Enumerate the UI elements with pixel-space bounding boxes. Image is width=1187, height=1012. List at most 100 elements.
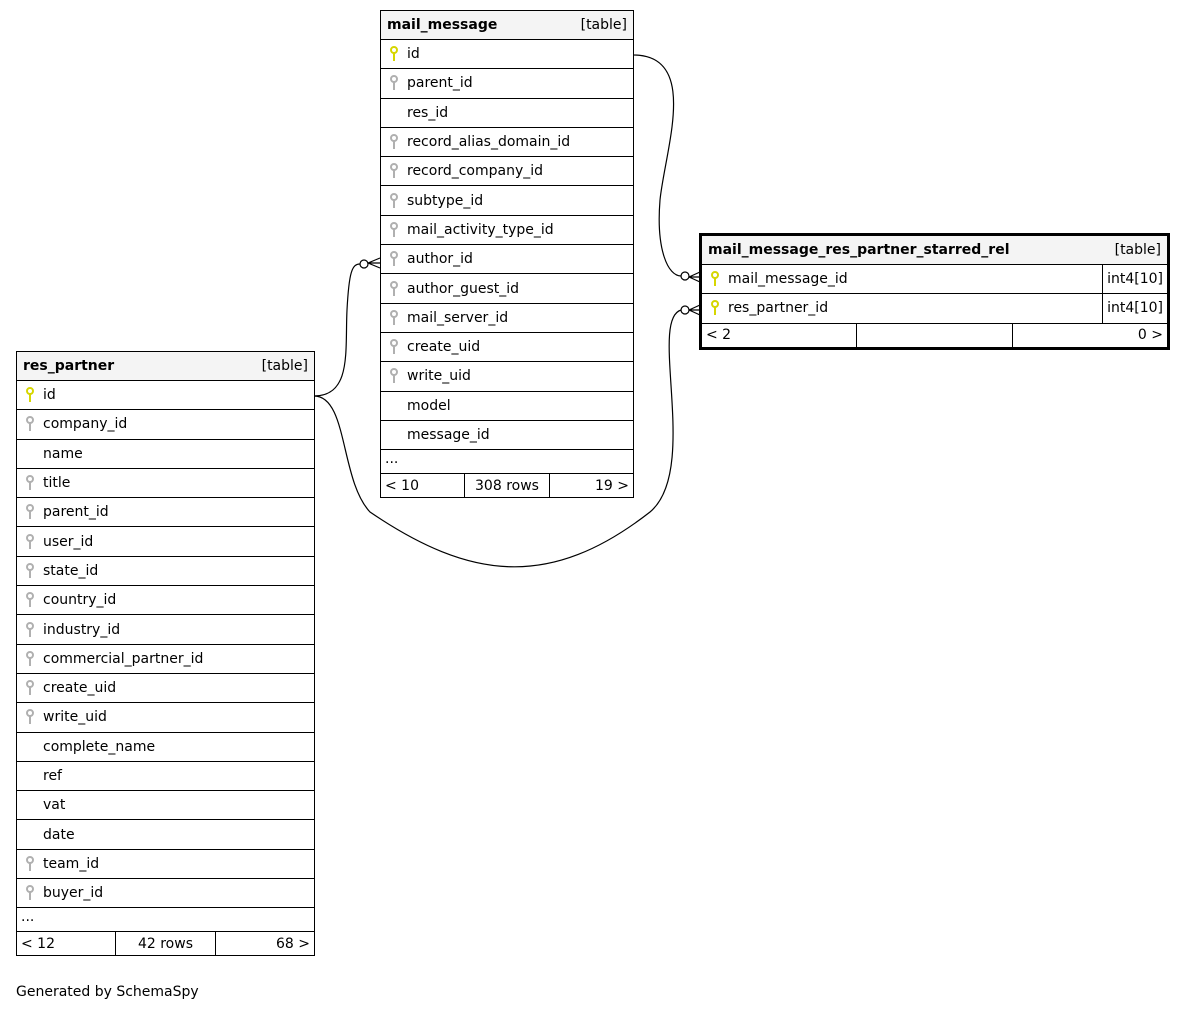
column-row[interactable]: team_id <box>17 850 314 880</box>
foreign-key-icon <box>17 533 43 550</box>
column-row[interactable]: mail_activity_type_id <box>381 216 633 246</box>
column-row[interactable]: write_uid <box>17 703 314 733</box>
column-name: model <box>407 397 451 414</box>
children-count[interactable]: 19 > <box>548 474 633 498</box>
column-row[interactable]: user_id <box>17 527 314 557</box>
optional-marker <box>680 305 690 315</box>
column-row[interactable]: complete_name <box>17 733 314 762</box>
primary-key-icon <box>381 46 407 62</box>
column-row[interactable]: state_id <box>17 557 314 587</box>
column-name: company_id <box>43 416 128 433</box>
column-row[interactable]: res_id <box>381 99 633 128</box>
table-kind: [table] <box>580 17 627 33</box>
foreign-key-icon <box>17 504 43 520</box>
foreign-key-icon <box>17 650 43 667</box>
column-name: parent_id <box>407 75 473 92</box>
column-row[interactable]: date <box>17 820 314 850</box>
column-name: commercial_partner_id <box>43 650 204 667</box>
foreign-key-icon <box>17 562 43 579</box>
table-name: mail_message_res_partner_starred_rel <box>708 242 1010 258</box>
foreign-key-icon <box>381 192 407 209</box>
edge-partner-id-to-author-id <box>313 263 361 397</box>
column-name: res_partner_id <box>728 300 829 317</box>
generated-by-label: Generated by SchemaSpy <box>16 984 199 1000</box>
column-name: vat <box>43 797 66 814</box>
table-kind: [table] <box>261 358 308 374</box>
table-name: res_partner <box>23 358 115 374</box>
column-name: state_id <box>43 562 99 579</box>
column-row[interactable]: title <box>17 469 314 499</box>
column-row[interactable]: parent_id <box>381 69 633 99</box>
table-header: res_partner [table] <box>17 352 314 381</box>
column-type: int4[10] <box>1102 294 1167 323</box>
column-row[interactable]: company_id <box>17 410 314 440</box>
column-name: team_id <box>43 855 100 872</box>
foreign-key-icon <box>381 75 407 91</box>
column-name: create_uid <box>407 339 481 356</box>
foreign-key-icon <box>381 221 407 238</box>
parents-count[interactable]: < 12 <box>21 935 55 952</box>
column-row[interactable]: name <box>17 440 314 469</box>
column-row[interactable]: id <box>17 381 314 411</box>
foreign-key-icon <box>17 475 43 491</box>
row-count: 308 rows <box>464 474 548 498</box>
column-row[interactable]: id <box>381 40 633 70</box>
row-count: 42 rows <box>115 932 214 956</box>
column-name: parent_id <box>43 504 109 521</box>
column-row[interactable]: message_id <box>381 421 633 451</box>
more-columns[interactable]: ... <box>17 908 314 933</box>
table-mail-message-res-partner-starred-rel[interactable]: mail_message_res_partner_starred_rel[tab… <box>699 233 1170 350</box>
column-name: subtype_id <box>407 192 484 209</box>
column-name: mail_activity_type_id <box>407 221 554 238</box>
column-row[interactable]: record_alias_domain_id <box>381 128 633 158</box>
column-row[interactable]: model <box>381 392 633 421</box>
column-name: title <box>43 475 71 492</box>
column-row[interactable]: country_id <box>17 586 314 616</box>
table-header: mail_message_res_partner_starred_rel[tab… <box>702 236 1167 265</box>
column-name: write_uid <box>43 709 107 726</box>
parents-count[interactable]: < 2 <box>706 327 732 344</box>
foreign-key-icon <box>381 280 407 297</box>
row-count <box>856 323 1011 347</box>
column-row[interactable]: record_company_id <box>381 157 633 187</box>
foreign-key-icon <box>381 339 407 355</box>
column-name: industry_id <box>43 621 121 638</box>
column-name: record_company_id <box>407 163 544 180</box>
primary-key-icon <box>702 271 728 287</box>
children-count[interactable]: 68 > <box>214 932 314 956</box>
parents-count[interactable]: < 10 <box>385 477 419 494</box>
table-header: mail_message[table] <box>381 11 633 40</box>
foreign-key-icon <box>17 885 43 901</box>
children-count[interactable]: 0 > <box>1011 323 1167 347</box>
column-row[interactable]: commercial_partner_id <box>17 645 314 674</box>
column-name: record_alias_domain_id <box>407 134 571 151</box>
column-name: id <box>407 46 420 63</box>
column-row[interactable]: mail_server_id <box>381 304 633 333</box>
column-name: name <box>43 445 83 462</box>
column-name: message_id <box>407 427 490 443</box>
foreign-key-icon <box>17 416 43 432</box>
column-row[interactable]: write_uid <box>381 362 633 392</box>
column-row[interactable]: create_uid <box>381 333 633 363</box>
primary-key-icon <box>17 387 43 403</box>
column-row[interactable]: res_partner_id int4[10] <box>702 294 1167 324</box>
column-row[interactable]: parent_id <box>17 498 314 528</box>
column-name: buyer_id <box>43 885 104 902</box>
column-row[interactable]: subtype_id <box>381 186 633 216</box>
foreign-key-icon <box>381 309 407 326</box>
edge-partner-id-to-starred <box>313 309 682 568</box>
column-row[interactable]: create_uid <box>17 674 314 704</box>
more-columns[interactable]: ... <box>381 450 633 475</box>
column-row[interactable]: author_id <box>381 245 633 275</box>
column-row[interactable]: industry_id <box>17 615 314 645</box>
column-row[interactable]: vat <box>17 791 314 821</box>
column-row[interactable]: author_guest_id <box>381 274 633 304</box>
column-row[interactable]: ref <box>17 762 314 792</box>
column-row[interactable]: buyer_id <box>17 879 314 909</box>
